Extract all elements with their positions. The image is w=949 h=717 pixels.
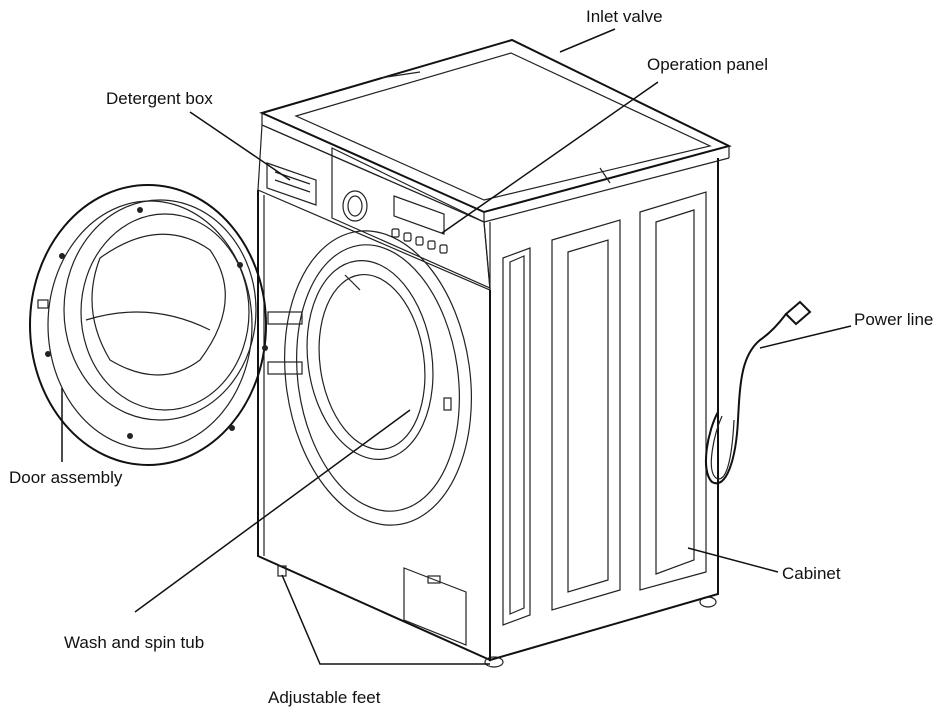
label-door-assembly: Door assembly [9, 468, 123, 487]
door-hinges [267, 311, 303, 375]
power-cord [705, 300, 812, 485]
control-panel [257, 124, 491, 291]
label-power-line: Power line [854, 310, 934, 329]
drum-gasket [306, 259, 434, 461]
door-lock [443, 397, 452, 411]
feet [277, 565, 717, 668]
label-operation-panel: Operation panel [647, 55, 768, 74]
filter-cover [403, 567, 467, 646]
label-detergent-box: Detergent box [106, 89, 213, 108]
door-opening [283, 230, 473, 526]
label-inlet-valve: Inlet valve [586, 7, 663, 26]
power-plug [784, 300, 812, 326]
program-knob [342, 190, 368, 222]
detergent-drawer [266, 162, 317, 206]
leader-lines [61, 28, 852, 665]
label-wash-spin-tub: Wash and spin tub [64, 633, 205, 652]
door-assembly [29, 184, 268, 466]
label-adjustable-feet: Adjustable feet [268, 688, 381, 707]
display-window [393, 195, 445, 235]
label-cabinet: Cabinet [782, 564, 841, 583]
cabinet-side [489, 158, 719, 662]
door-screws [45, 207, 268, 439]
panel-buttons [391, 228, 448, 254]
